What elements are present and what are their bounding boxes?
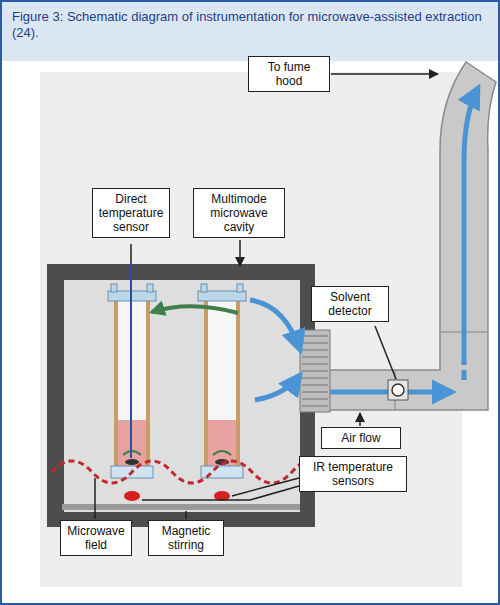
leader-line xyxy=(359,413,361,426)
airflow-arrow xyxy=(255,375,300,400)
vessel-wall xyxy=(204,300,208,468)
leader-line xyxy=(94,478,96,519)
grille-slats xyxy=(302,336,328,406)
callout-text: To fume hood xyxy=(253,60,325,88)
callout-text: Direct temperature sensor xyxy=(97,192,165,234)
vessel-wall xyxy=(236,300,240,468)
callout-box: Magnetic stirring xyxy=(148,520,224,556)
leader-line xyxy=(331,73,438,75)
magnetic-stirring-plate xyxy=(62,504,300,510)
grille-slat xyxy=(302,335,328,337)
airflow-arrow xyxy=(250,300,300,350)
vessel-cap xyxy=(147,284,153,292)
airflow-arrow xyxy=(462,370,467,380)
airflow-arrow xyxy=(464,88,478,365)
header-band xyxy=(1,1,499,61)
vessel-cap xyxy=(237,284,243,292)
callout-text: Microwave field xyxy=(65,524,127,552)
leader-line xyxy=(130,244,132,262)
solvent-detector xyxy=(388,380,408,400)
leader-line xyxy=(375,326,396,379)
grille-slat xyxy=(302,384,328,386)
callout-box: Air flow xyxy=(321,427,401,449)
grille-slat xyxy=(302,342,328,344)
fan-grille xyxy=(300,330,330,412)
grille-slat xyxy=(302,405,328,407)
leader-line xyxy=(142,486,299,500)
leader-line xyxy=(239,240,241,266)
stir-bar xyxy=(125,459,139,465)
exhaust-duct xyxy=(315,62,496,410)
leader-line xyxy=(232,478,299,496)
callout-text: Magnetic stirring xyxy=(153,524,219,552)
callout-box: Solvent detector xyxy=(311,286,389,322)
grille-slat xyxy=(302,356,328,358)
callout-text: Multimode microwave cavity xyxy=(198,192,280,234)
stir-rotation xyxy=(213,451,231,455)
callout-box: Direct temperature sensor xyxy=(92,188,170,238)
grille-slat xyxy=(302,377,328,379)
airflow-arrow xyxy=(322,390,452,395)
vessel-wall xyxy=(146,300,150,468)
grille-slat xyxy=(302,363,328,365)
grille-slat xyxy=(302,370,328,372)
grille-slat xyxy=(302,391,328,393)
callout-box: To fume hood xyxy=(248,56,330,92)
temperature-probe-wire xyxy=(130,262,132,458)
rotation-arrow xyxy=(152,306,238,313)
vessel-cap xyxy=(111,284,117,292)
vessel-cap xyxy=(201,284,207,292)
microwave-cavity xyxy=(47,264,315,527)
leader-line xyxy=(185,511,187,519)
callout-box: IR temperature sensors xyxy=(299,456,407,492)
vessel-wall xyxy=(114,300,118,468)
callout-text: IR temperature sensors xyxy=(304,460,402,488)
grille-slat xyxy=(302,398,328,400)
microwave-field-wave xyxy=(52,461,312,483)
callout-text: Solvent detector xyxy=(316,290,384,318)
solvent-detector xyxy=(392,384,404,396)
extraction-vessels xyxy=(108,284,246,478)
extraction-vessel xyxy=(198,284,246,478)
figure-title: Figure 3: Schematic diagram of instrumen… xyxy=(12,9,486,41)
callout-text: Air flow xyxy=(326,431,396,445)
ir-sensor xyxy=(124,491,140,501)
callout-box: Microwave field xyxy=(60,520,132,556)
grille-slat xyxy=(302,349,328,351)
callout-box: Multimode microwave cavity xyxy=(193,188,285,238)
illustration-ground xyxy=(40,72,462,587)
vessel-body xyxy=(206,300,238,468)
